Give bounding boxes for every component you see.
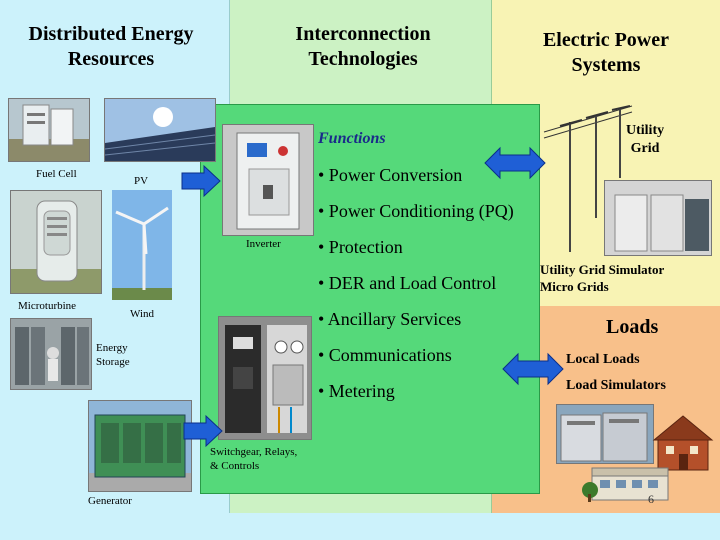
microturbine-label: Microturbine <box>18 300 77 312</box>
function-communications: • Communications <box>318 345 452 365</box>
grid-bidirectional-arrow <box>484 146 546 180</box>
grid-simulator-photo <box>604 180 712 256</box>
load-simulator-photo <box>556 404 654 464</box>
switchgear-photo <box>218 316 312 440</box>
generator-photo <box>88 400 192 492</box>
function-power-conditioning: • Power Conditioning (PQ) <box>318 201 514 221</box>
functions-title: Functions <box>318 130 386 147</box>
local-loads-label: Local Loads <box>566 352 640 367</box>
loads-title: Loads <box>606 316 659 338</box>
fuel-cell-label: Fuel Cell <box>36 168 77 180</box>
function-protection: • Protection <box>318 237 403 257</box>
der-to-inverter-arrow <box>181 164 221 198</box>
slide-number: 6 <box>648 492 654 506</box>
function-power-conversion: • Power Conversion <box>318 165 463 185</box>
function-ancillary-services: • Ancillary Services <box>318 309 462 329</box>
switchgear-label: Switchgear, Relays,& Controls <box>210 446 298 472</box>
commercial-building-icon <box>582 467 669 502</box>
loads-bidirectional-arrow <box>502 352 564 386</box>
inverter-photo <box>222 124 314 236</box>
wind-turbine-photo <box>112 190 172 300</box>
inverter-label: Inverter <box>246 238 281 250</box>
function-der-load-control: • DER and Load Control <box>318 273 497 293</box>
power-lines-icon <box>543 105 633 252</box>
bottom-strip <box>0 513 720 540</box>
energy-storage-photo <box>10 318 92 390</box>
fuel-cell-photo <box>8 98 90 162</box>
generator-label: Generator <box>88 495 132 507</box>
wind-label: Wind <box>130 308 154 320</box>
house-icon <box>652 415 714 471</box>
pv-photo <box>104 98 216 162</box>
der-to-switchgear-arrow <box>183 414 223 448</box>
pv-label: PV <box>134 175 149 187</box>
function-metering: • Metering <box>318 381 395 401</box>
load-simulators-label: Load Simulators <box>566 378 666 393</box>
microturbine-photo <box>10 190 102 294</box>
